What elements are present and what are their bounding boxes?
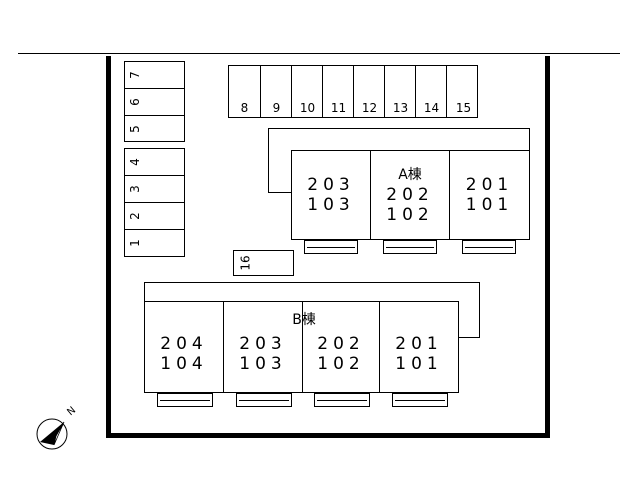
lot-boundary-right <box>545 56 550 438</box>
parking-slot-7: 7 <box>124 61 185 89</box>
parking-slot-11: 11 <box>322 66 354 117</box>
building-b-step-2 <box>236 393 292 407</box>
parking-slot-15: 15 <box>446 66 480 117</box>
parking-slot-13: 13 <box>384 66 416 117</box>
building-b-step-3 <box>314 393 370 407</box>
parking-slot-3: 3 <box>124 175 185 203</box>
parking-slot-8: 8 <box>240 101 249 115</box>
lot-boundary-left <box>106 56 111 438</box>
parking-slot-16: 16 <box>233 250 294 276</box>
lot-boundary-bottom <box>106 433 550 438</box>
building-a-step-1 <box>304 240 358 254</box>
parking-slot-4: 4 <box>124 148 185 176</box>
parking-slot-2: 2 <box>124 202 185 230</box>
parking-slot-6: 6 <box>124 88 185 116</box>
road-line <box>18 53 620 54</box>
north-arrow-icon: N <box>34 405 80 452</box>
parking-slot-10: 10 <box>291 66 323 117</box>
parking-slot-5: 5 <box>124 115 185 142</box>
building-a-step-2 <box>383 240 437 254</box>
parking-slot-9: 9 <box>260 66 292 117</box>
building-b-step-1 <box>157 393 213 407</box>
parking-slot-12: 12 <box>353 66 385 117</box>
building-a-step-3 <box>462 240 516 254</box>
building-b-label: B棟 <box>292 312 316 328</box>
building-b-step-4 <box>392 393 448 407</box>
building-a-label: A棟 <box>398 167 422 183</box>
parking-slot-1: 1 <box>124 229 185 257</box>
parking-slot-14: 14 <box>415 66 447 117</box>
parking-row-top: 8 9 10 11 12 13 14 15 <box>228 65 478 118</box>
